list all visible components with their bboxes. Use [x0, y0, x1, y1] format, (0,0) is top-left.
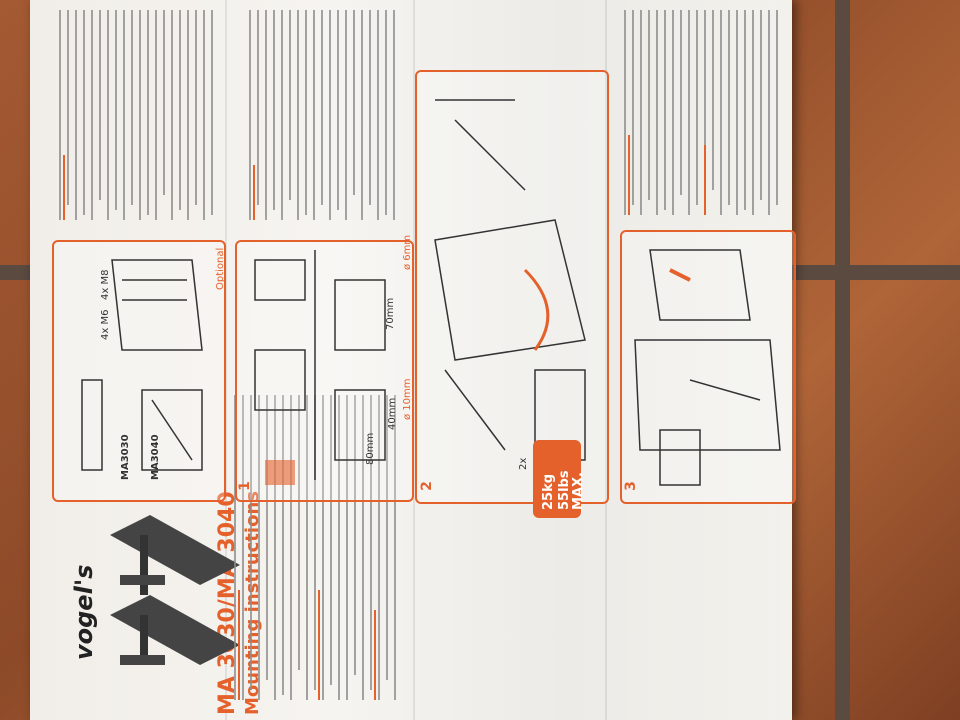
brand-text: vogel's [70, 564, 98, 660]
weight-kg: 25kg [541, 473, 556, 510]
fold-line [605, 0, 607, 720]
dim-6mm: ø 6mm [402, 234, 413, 270]
dim-70mm: 70mm [385, 297, 396, 330]
instruction-sheet: MA 3030/MA 3040 Mounting instructions vo… [30, 0, 796, 720]
label-screws-m8: 4x M8 [100, 269, 111, 300]
label-optional: Optional [215, 247, 226, 290]
right-text-lines [624, 10, 778, 215]
step-3-number: 3 [622, 481, 639, 491]
parts-diagram [81, 259, 203, 471]
top-text-lines [59, 10, 395, 220]
fold-line [225, 0, 227, 720]
weight-max: MAX. [571, 472, 586, 510]
brand-logo: vogel's [70, 565, 98, 660]
max-weight-badge: 25kg 55lbs MAX. [533, 440, 586, 518]
dim-80mm: 80mm [365, 432, 376, 465]
parts-panel [52, 240, 226, 502]
wall-mount-panel [235, 240, 414, 502]
weight-lbs: 55lbs [557, 470, 572, 510]
label-ma3040: MA3040 [150, 434, 161, 480]
final-install-diagram [634, 249, 781, 486]
label-2x: 2x [518, 457, 529, 470]
label-ma3030: MA3030 [120, 434, 131, 480]
dim-40mm: 40mm [387, 397, 398, 430]
wall-mount-diagram [254, 250, 386, 485]
label-screws-m6: 4x M6 [100, 309, 111, 340]
step-2-number: 2 [418, 481, 435, 491]
tv-attach-panel [415, 70, 609, 504]
final-install-panel [620, 230, 796, 504]
dim-10mm: ø 10mm [402, 378, 413, 420]
fold-line [413, 0, 415, 720]
step-1-number: 1 [236, 481, 253, 491]
product-illustration [110, 515, 240, 665]
tv-attach-diagram [434, 99, 586, 461]
